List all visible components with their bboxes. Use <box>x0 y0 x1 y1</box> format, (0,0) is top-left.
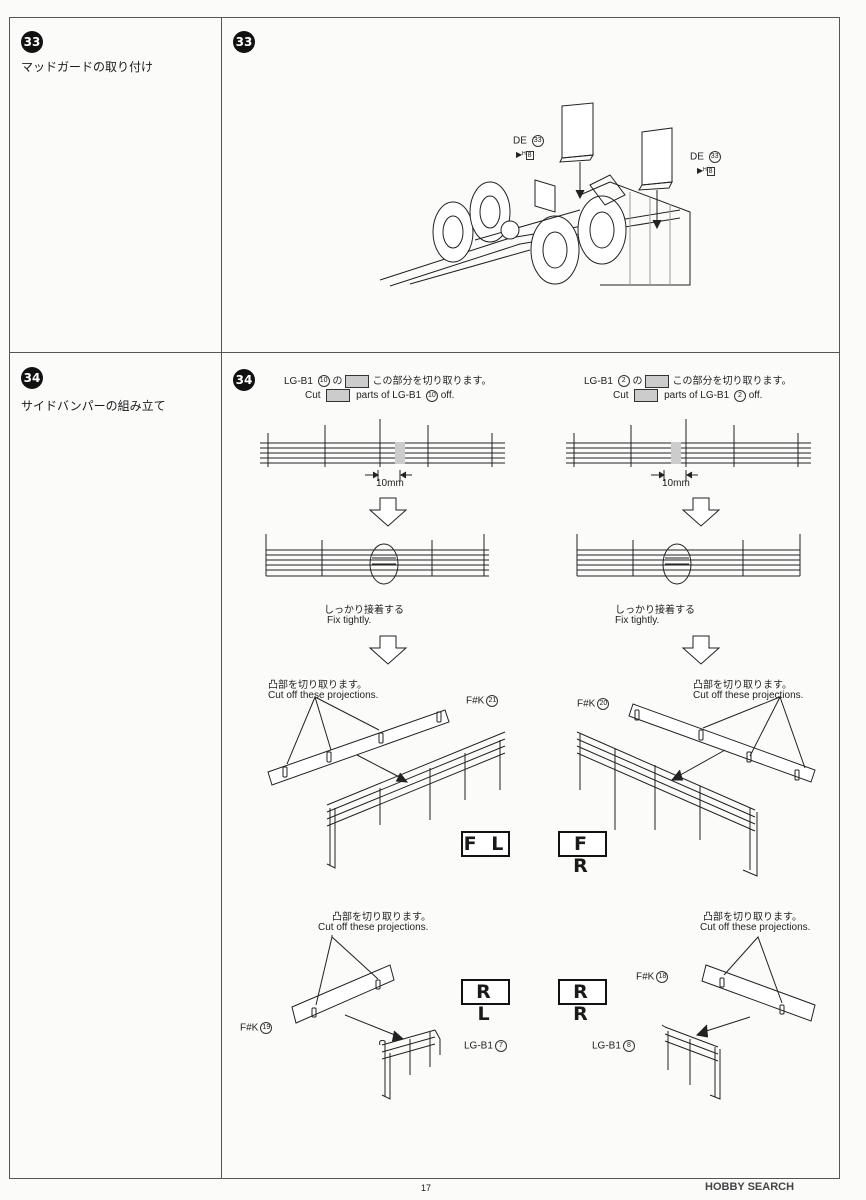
left-fix-en: Fix tightly. <box>327 615 372 626</box>
left-cut-swatch-en <box>326 389 351 402</box>
rl-part-num: 19 <box>260 1022 273 1034</box>
fr-part-num: 20 <box>597 698 610 710</box>
right-cut-en: Cut parts of LG-B1 2 off. <box>613 389 762 402</box>
watermark: HOBBY SEARCH <box>705 1181 795 1193</box>
step-33-badge: 33 <box>21 31 43 53</box>
left-cut-en-num: 10 <box>425 389 438 402</box>
rr-part-num: 18 <box>656 971 669 983</box>
right-fix-en: Fix tightly. <box>615 615 660 626</box>
step-33-title: マッドガードの取り付け <box>21 60 154 74</box>
fl-proj-en: Cut off these projections. <box>268 690 379 701</box>
right-cut-en-cut: Cut <box>613 390 629 402</box>
left-dimension: 10mm <box>376 478 404 489</box>
rr-bumper-num: 8 <box>622 1040 635 1052</box>
right-cut-jp-text: この部分を切り取ります。 <box>672 376 792 387</box>
right-cut-jp-part: LG-B1 <box>584 376 613 387</box>
right-dimension: 10mm <box>662 478 690 489</box>
left-cut-jp-num: 10 <box>317 375 330 388</box>
page-frame <box>9 17 840 1179</box>
badge-fl: F L <box>461 831 510 857</box>
fr-proj-en: Cut off these projections. <box>693 690 804 701</box>
de-num-left: 33 <box>531 135 544 147</box>
fr-bumper-assembly <box>576 695 816 877</box>
rl-proj-jp: 凸部を切り取ります。 <box>332 912 431 923</box>
rl-bumper-num: 7 <box>494 1040 507 1052</box>
rr-bumper-text: LG-B1 <box>592 1040 621 1052</box>
fr-part-text: F#K <box>577 698 596 710</box>
badge-rl: R L <box>461 979 510 1025</box>
right-cut-jp-num: 2 <box>617 375 630 388</box>
rr-proj-jp: 凸部を切り取ります。 <box>703 912 802 923</box>
column-divider <box>221 17 222 1179</box>
rl-bumper-assembly <box>291 935 441 1100</box>
row-divider <box>9 352 840 353</box>
right-fix-jp: しっかり接着する <box>615 605 695 616</box>
right-rail-sprue <box>566 419 811 481</box>
page-number: 17 <box>421 1183 432 1193</box>
right-down-arrow-1 <box>681 497 721 527</box>
left-cut-en: Cut parts of LG-B1 10 off. <box>305 389 454 402</box>
step-34-title: サイドバンパーの組み立て <box>21 399 166 413</box>
left-cut-en-cut: Cut <box>305 390 321 402</box>
de-part-right: DE <box>690 151 704 163</box>
right-cut-jp: LG-B1 2 の この部分を切り取ります。 <box>584 372 791 388</box>
fl-proj-jp: 凸部を切り取ります。 <box>268 680 367 691</box>
rr-bumper-assembly <box>661 936 816 1100</box>
left-cut-jp-part: LG-B1 <box>284 376 313 387</box>
right-cut-jp-no: の <box>632 376 643 387</box>
de-sub-right: 8 <box>706 167 715 176</box>
step-34-diagram-badge: 34 <box>233 369 255 391</box>
right-cut-en-off: off. <box>748 390 763 402</box>
left-down-arrow-2 <box>368 635 408 665</box>
badge-fr: F R <box>558 831 607 877</box>
fl-bumper-assembly <box>267 695 506 869</box>
left-rail-sprue <box>260 419 505 481</box>
de-label-right: DE 33 <box>690 151 721 163</box>
right-cut-swatch-en <box>634 389 659 402</box>
left-cut-swatch-jp <box>345 374 370 388</box>
fl-part-text: F#K <box>466 695 485 707</box>
de-part-left: DE <box>513 135 527 147</box>
fr-proj-jp: 凸部を切り取ります。 <box>693 680 792 691</box>
de-sub-left: 8 <box>525 151 534 160</box>
rl-part-text: F#K <box>240 1022 259 1034</box>
left-rail-glued <box>265 534 489 585</box>
rl-proj-en: Cut off these projections. <box>318 922 429 933</box>
left-down-arrow-1 <box>368 497 408 527</box>
left-cut-jp: LG-B1 10 の この部分を切り取ります。 <box>284 372 491 388</box>
left-cut-en-mid: parts of LG-B1 <box>356 390 422 402</box>
right-down-arrow-2 <box>681 635 721 665</box>
right-cut-en-num: 2 <box>733 389 746 402</box>
step-33-diagram-badge: 33 <box>233 31 255 53</box>
right-cut-en-mid: parts of LG-B1 <box>664 390 730 402</box>
fl-part-num: 21 <box>486 695 499 707</box>
step-34-badge: 34 <box>21 367 43 389</box>
left-cut-jp-text: この部分を切り取ります。 <box>372 376 492 387</box>
left-cut-en-off: off. <box>440 390 455 402</box>
rl-bumper-text: LG-B1 <box>464 1040 493 1052</box>
de-label-left: DE 33 <box>513 135 544 147</box>
rr-proj-en: Cut off these projections. <box>700 922 811 933</box>
rr-part-text: F#K <box>636 971 655 983</box>
left-cut-jp-no: の <box>332 376 343 387</box>
left-fix-jp: しっかり接着する <box>324 605 404 616</box>
badge-rr: R R <box>558 979 607 1025</box>
chassis-mudguard-diagram <box>379 102 691 287</box>
right-cut-swatch-jp <box>645 374 670 388</box>
de-num-right: 33 <box>708 151 721 163</box>
right-rail-glued <box>576 534 801 585</box>
